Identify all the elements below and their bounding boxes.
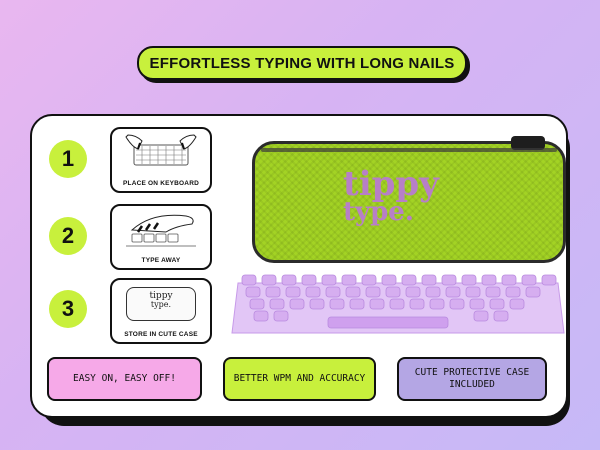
keycap — [421, 274, 437, 286]
keycap — [405, 286, 421, 298]
keycap — [361, 274, 377, 286]
keycap — [449, 298, 465, 310]
page-title: EFFORTLESS TYPING WITH LONG NAILS — [137, 46, 467, 80]
keycap — [385, 286, 401, 298]
keycap — [253, 310, 269, 322]
step-3-box: tippy type. STORE IN CUTE CASE — [110, 278, 212, 344]
keycap — [273, 310, 289, 322]
case-icon-logo-line2: type. — [150, 300, 172, 309]
keycap — [401, 274, 417, 286]
step-number-2: 2 — [49, 217, 87, 255]
keycap — [245, 286, 261, 298]
zipper-pull — [511, 136, 545, 150]
keycap — [465, 286, 481, 298]
keycap — [525, 286, 541, 298]
keycap — [301, 274, 317, 286]
keycap — [285, 286, 301, 298]
keycap — [309, 298, 325, 310]
keycap — [261, 274, 277, 286]
keycap — [305, 286, 321, 298]
step-number-1: 1 — [49, 140, 87, 178]
step-2-box: TYPE AWAY — [110, 204, 212, 270]
keycap — [445, 286, 461, 298]
keycap — [269, 298, 285, 310]
keycap — [349, 298, 365, 310]
keycap — [469, 298, 485, 310]
case-icon-logo: tippy type. — [112, 292, 210, 309]
keycap — [345, 286, 361, 298]
keycap — [489, 298, 505, 310]
spacebar-key — [327, 316, 449, 329]
protective-case-image: tippy type. — [252, 136, 566, 263]
keycap — [541, 274, 557, 286]
keycap — [281, 274, 297, 286]
step-1-box: PLACE ON KEYBOARD — [110, 127, 212, 193]
keycap — [461, 274, 477, 286]
keycap — [365, 286, 381, 298]
keycap — [241, 274, 257, 286]
keycap — [321, 274, 337, 286]
case-logo-line2: type. — [343, 197, 414, 228]
keycap — [265, 286, 281, 298]
keycap — [389, 298, 405, 310]
feature-better-wpm: BETTER WPM AND ACCURACY — [223, 357, 376, 401]
keycap — [329, 298, 345, 310]
step-number-3: 3 — [49, 290, 87, 328]
keycap — [509, 298, 525, 310]
keycap — [289, 298, 305, 310]
keycap — [369, 298, 385, 310]
keycap — [501, 274, 517, 286]
keycap — [505, 286, 521, 298]
case-logo-line1: tippy — [343, 164, 439, 204]
case-logo: tippy type. — [343, 164, 439, 228]
step-1-label: PLACE ON KEYBOARD — [123, 180, 199, 187]
keycap — [425, 286, 441, 298]
feature-protective-case: CUTE PROTECTIVE CASE INCLUDED — [397, 357, 547, 401]
case-icon-logo-line1: tippy — [149, 291, 173, 301]
step-2-label: TYPE AWAY — [141, 257, 181, 264]
keycap — [481, 274, 497, 286]
keycap — [521, 274, 537, 286]
step-3-label: STORE IN CUTE CASE — [124, 331, 198, 338]
keycap — [429, 298, 445, 310]
keycap — [325, 286, 341, 298]
keyboard-hands-icon — [125, 134, 197, 166]
keycap — [409, 298, 425, 310]
keycap — [493, 310, 509, 322]
keycap — [381, 274, 397, 286]
keycap — [473, 310, 489, 322]
keycap — [485, 286, 501, 298]
typing-hand-icon — [126, 214, 196, 247]
keycap — [341, 274, 357, 286]
case-icon — [126, 287, 196, 321]
feature-easy-on: EASY ON, EASY OFF! — [47, 357, 202, 401]
zipper — [261, 148, 557, 152]
keycap — [249, 298, 265, 310]
keycap — [441, 274, 457, 286]
nail-keycaps-image — [231, 274, 565, 334]
